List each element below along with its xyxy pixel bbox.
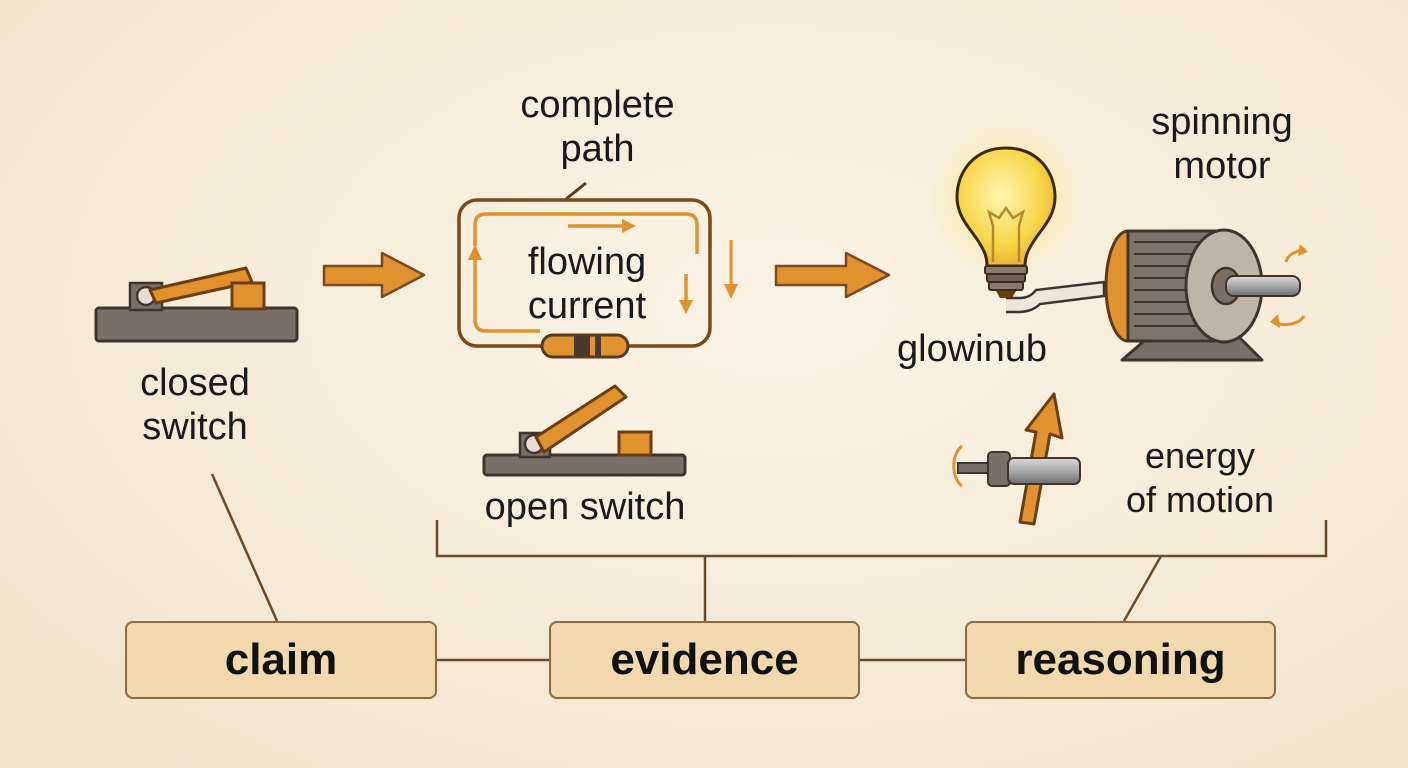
right-arrow-icon xyxy=(322,251,426,299)
open-switch-label: open switch xyxy=(484,486,686,528)
complete-path-label: complete path xyxy=(520,84,675,170)
closed-switch-label: closed switch xyxy=(140,362,250,448)
claim-box: claim xyxy=(125,621,437,699)
connector-lines xyxy=(210,473,1328,662)
closed-switch-icon xyxy=(94,266,299,343)
circuit-loop-icon xyxy=(457,181,738,359)
energy-of-motion-label: energy of motion xyxy=(1125,435,1275,520)
open-switch-icon xyxy=(482,384,687,477)
spinning-motor-label: spinning motor xyxy=(1151,101,1293,187)
glowing-bulb-label: glowinub xyxy=(897,328,1047,370)
right-arrow-icon xyxy=(774,251,891,299)
spinning-motor-icon xyxy=(1104,228,1308,362)
glowing-bulb-icon xyxy=(928,120,1084,298)
energy-of-motion-icon xyxy=(952,392,1081,526)
reasoning-box: reasoning xyxy=(965,621,1276,699)
evidence-box: evidence xyxy=(549,621,860,699)
flowing-current-label: flowing current xyxy=(527,241,647,327)
wire-icon xyxy=(1006,280,1106,314)
